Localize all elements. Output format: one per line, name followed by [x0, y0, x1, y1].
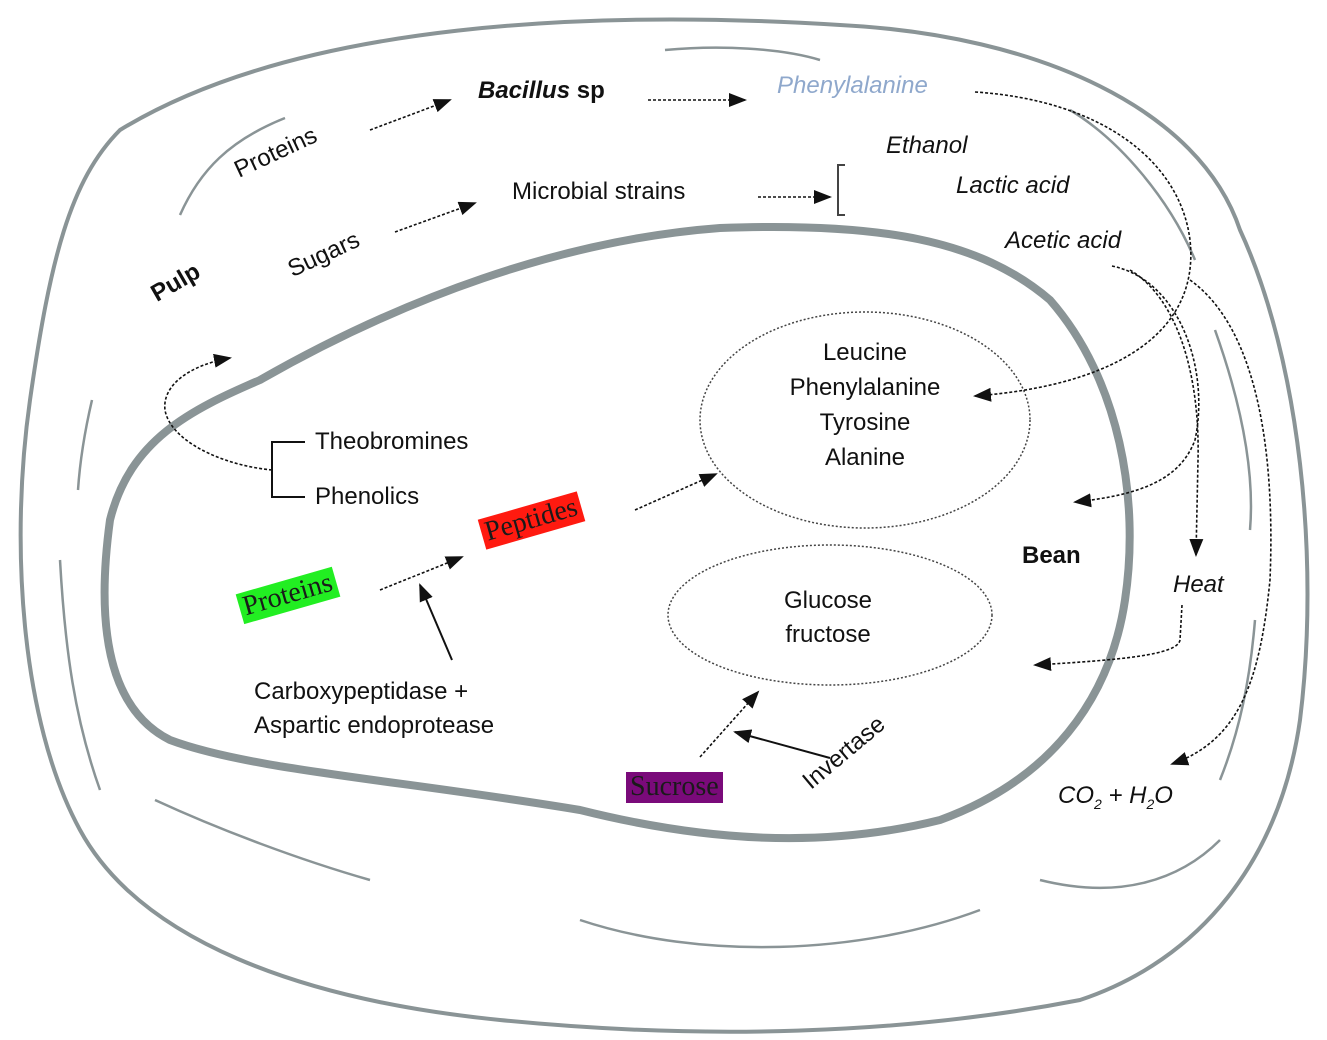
pulp-fiber-stroke [178, 116, 286, 216]
arrow-acetic-to-bean [1073, 265, 1200, 508]
heat-label: Heat [1173, 571, 1224, 598]
arrow-acetic-to-co2 [1170, 279, 1272, 766]
arrow-invertase-to-reaction [733, 729, 831, 759]
enzymes-line1-label: Carboxypeptidase + [254, 678, 469, 705]
sucrose-box: Sucrose [626, 771, 723, 803]
glucose-label: Glucose [783, 587, 873, 614]
amino-acid-alanine: Alanine [824, 444, 906, 471]
ethanol-label: Ethanol [886, 132, 968, 159]
pulp-fiber-stroke [579, 908, 981, 949]
co2-subscript: 2 [1094, 795, 1102, 812]
pulp-fiber-stroke [1218, 619, 1257, 781]
theobromine-phenolics-bracket [271, 441, 305, 498]
arrow-proteins-to-bacillus [369, 99, 452, 131]
pulp-outline [18, 17, 1310, 1034]
arrow-enzymes-to-reaction [419, 583, 453, 661]
lactic-acid-label: Lactic acid [956, 172, 1070, 199]
amino-acids-ellipse [699, 311, 1031, 529]
arrow-heat-to-bean [1033, 604, 1183, 672]
products-bracket [837, 164, 845, 216]
enzymes-line2-label: Aspartic endoprotease [254, 712, 495, 739]
co2-h2o-label: CO2 + H2O [1058, 782, 1173, 812]
h2o-subscript: 2 [1146, 795, 1155, 812]
pulp-fiber-stroke [58, 559, 102, 791]
arrow-theobromines-to-pulp [164, 353, 273, 471]
microbial-strains-label: Microbial strains [512, 178, 686, 205]
amino-acid-leucine: Leucine [822, 339, 908, 366]
phenolics-label: Phenolics [315, 483, 420, 510]
theobromines-label: Theobromines [315, 428, 469, 455]
pulp-fiber-stroke [154, 798, 371, 882]
co2-text: CO [1058, 782, 1094, 809]
amino-acid-tyrosine: Tyrosine [819, 409, 911, 436]
arrow-acetic-to-heat [1129, 269, 1204, 557]
fructose-label: fructose [785, 621, 871, 648]
pulp-fiber-stroke [664, 46, 821, 62]
arrow-peptides-to-amino [634, 473, 718, 511]
arrow-phenylalanine-to-bean [973, 91, 1192, 402]
bean-label: Bean [1022, 542, 1081, 569]
pulp-fiber-stroke [1039, 839, 1221, 890]
sugars-ellipse [667, 544, 993, 686]
amino-acid-phenylalanine: Phenylalanine [789, 374, 941, 401]
bacillus-label: Bacillus sp [478, 77, 605, 104]
acetic-acid-label: Acetic acid [1005, 227, 1122, 254]
pulp-fiber-stroke [76, 399, 94, 491]
h2o-o-text: O [1154, 782, 1173, 809]
phenylalanine-pulp-label: Phenylalanine [777, 72, 928, 99]
bean-outline [100, 222, 1134, 843]
bacillus-genus: Bacillus [478, 77, 571, 104]
h2o-text: + H [1101, 782, 1147, 809]
arrow-sugars-to-microbial [394, 201, 477, 233]
pulp-fiber-stroke [1069, 108, 1197, 261]
pulp-fiber-stroke [1213, 329, 1253, 531]
bacillus-species: sp [570, 77, 605, 104]
arrow-sucrose-to-sugars [699, 690, 760, 758]
